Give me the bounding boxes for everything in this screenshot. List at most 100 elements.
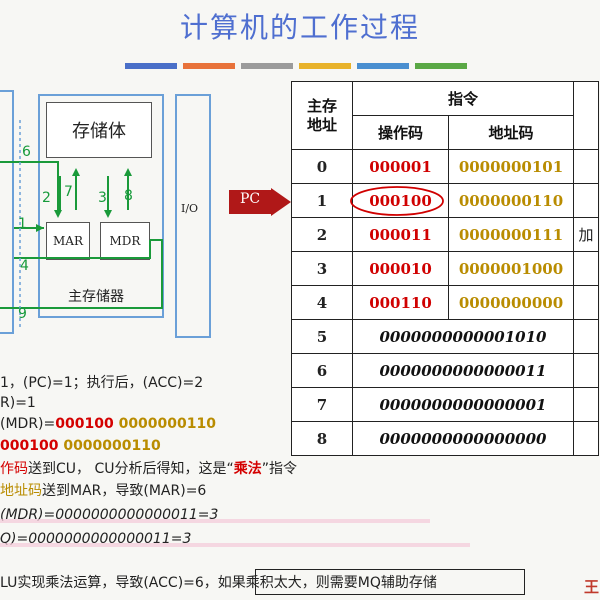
memory-table: 主存 地址 指令 操作码 地址码 0 000001 0000000101 1 0… <box>291 81 599 456</box>
row-extra <box>573 183 599 218</box>
arrow-num-9: 9 <box>18 306 27 322</box>
row-extra <box>573 285 599 320</box>
arrow-num-7: 7 <box>64 184 73 200</box>
header-addrcode: 地址码 <box>448 115 574 150</box>
color-bar <box>241 63 293 69</box>
row-addrcode: 0000000110 <box>448 183 574 218</box>
row-extra <box>573 353 599 388</box>
line-6-addrcode: 地址码 <box>0 483 42 499</box>
table-row: 5 0000000000001010 <box>291 319 599 354</box>
row-address: 5 <box>291 319 353 354</box>
row-address: 3 <box>291 251 353 286</box>
header-address: 主存 地址 <box>291 81 353 150</box>
row-addrcode: 0000000000 <box>448 285 574 320</box>
row-address: 4 <box>291 285 353 320</box>
color-bar <box>125 63 177 69</box>
row-addrcode: 0000000101 <box>448 149 574 184</box>
io-box <box>175 94 211 338</box>
row-addrcode: 0000001000 <box>448 251 574 286</box>
row-data: 0000000000000011 <box>352 353 574 388</box>
table-row: 1 000100 0000000110 <box>291 183 599 218</box>
row-opcode-highlighted: 000100 <box>350 183 449 218</box>
line-6-text: 送到MAR，导致(MAR)=6 <box>42 483 207 499</box>
row-address: 8 <box>291 421 353 456</box>
line-5-opcode: 作码 <box>0 461 28 477</box>
corner-char: 王 <box>584 578 600 596</box>
color-bar <box>415 63 467 69</box>
line-9: LU实现乘法运算，导致(ACC)=6，如果乘积太大，则需要MQ辅助存储 <box>0 572 437 592</box>
table-row: 2 000011 0000000111 加 <box>291 217 599 252</box>
line-5: 作码送到CU， CU分析后得知，这是“乘法”指令 <box>0 458 297 480</box>
table-row: 8 0000000000000000 <box>291 421 599 456</box>
page-title: 计算机的工作过程 <box>179 11 420 44</box>
row-opcode: 000011 <box>352 217 449 252</box>
row-address: 6 <box>291 353 353 388</box>
arrow-num-6: 6 <box>22 144 31 160</box>
table-row: 6 0000000000000011 <box>291 353 599 388</box>
pc-label: PC <box>240 191 261 207</box>
pc-arrow <box>229 188 291 216</box>
row-address: 7 <box>291 387 353 422</box>
arrow-num-8: 8 <box>124 188 133 204</box>
highlight-circle <box>350 186 444 216</box>
arrow-num-1: 1 <box>18 216 27 232</box>
line-9-text: LU实现乘法运算，导致(ACC)=6， <box>0 575 218 591</box>
arrow-num-2: 2 <box>42 190 51 206</box>
line-4: 000100 0000000110 <box>0 435 161 457</box>
mdr-register: MDR <box>100 222 150 260</box>
line-4-opcode: 000100 <box>0 438 59 454</box>
color-bars <box>125 54 473 69</box>
highlight-box <box>255 569 525 595</box>
table-row: 4 000110 0000000000 <box>291 285 599 320</box>
line-5-text: 送到CU， CU分析后得知，这是“ <box>28 461 234 477</box>
header-opcode: 操作码 <box>352 115 449 150</box>
mar-register: MAR <box>46 222 90 260</box>
line-2: R)=1 <box>0 395 36 411</box>
diagram-arrows <box>0 120 163 330</box>
highlight-stripe <box>0 519 430 523</box>
row-address: 1 <box>291 183 353 218</box>
header-extra <box>573 81 599 150</box>
row-extra <box>573 319 599 354</box>
line-6: 地址码送到MAR，导致(MAR)=6 <box>0 480 206 502</box>
main-memory-box <box>38 94 164 318</box>
row-address: 2 <box>291 217 353 252</box>
io-label: I/O <box>181 202 199 215</box>
cpu-memory-diagram: 存储体 MAR MDR I/O 主存储器 6 2 7 3 8 1 4 9 <box>0 80 230 350</box>
arrow-num-4: 4 <box>20 258 29 274</box>
row-address: 0 <box>291 149 353 184</box>
header-instruction: 指令 <box>352 81 574 116</box>
line-5-end: ”指令 <box>261 461 298 477</box>
table-row: 3 000010 0000001000 <box>291 251 599 286</box>
row-opcode: 000010 <box>352 251 449 286</box>
line-3-addrcode: 0000000110 <box>113 416 216 432</box>
row-data: 0000000000001010 <box>352 319 574 354</box>
storage-block: 存储体 <box>46 102 152 158</box>
line-3: (MDR)=000100 0000000110 <box>0 413 216 435</box>
row-opcode: 000110 <box>352 285 449 320</box>
row-data: 0000000000000001 <box>352 387 574 422</box>
highlight-stripe <box>0 543 470 547</box>
row-extra <box>573 251 599 286</box>
main-memory-label: 主存储器 <box>68 289 124 305</box>
cpu-box <box>0 90 14 334</box>
color-bar <box>183 63 235 69</box>
header-address-text: 主存 地址 <box>306 96 337 134</box>
color-bar <box>357 63 409 69</box>
row-opcode-text: 000100 <box>369 191 432 210</box>
table-row: 7 0000000000000001 <box>291 387 599 422</box>
line-3-opcode: 000100 <box>55 416 114 432</box>
color-bar <box>299 63 351 69</box>
row-extra <box>573 421 599 456</box>
row-data: 0000000000000000 <box>352 421 574 456</box>
line-9-boxed: 如果乘积太大，则需要MQ辅助存储 <box>217 575 437 591</box>
line-5-mult: 乘法 <box>233 461 262 477</box>
row-addrcode: 0000000111 <box>448 217 574 252</box>
row-opcode: 000001 <box>352 149 449 184</box>
table-row: 0 000001 0000000101 <box>291 149 599 184</box>
line-3-prefix: (MDR)= <box>0 416 56 432</box>
arrow-num-3: 3 <box>98 190 107 206</box>
line-1: 1，(PC)=1；执行后，(ACC)=2 <box>0 375 204 391</box>
row-side-char: 加 <box>573 217 599 252</box>
row-extra <box>573 149 599 184</box>
